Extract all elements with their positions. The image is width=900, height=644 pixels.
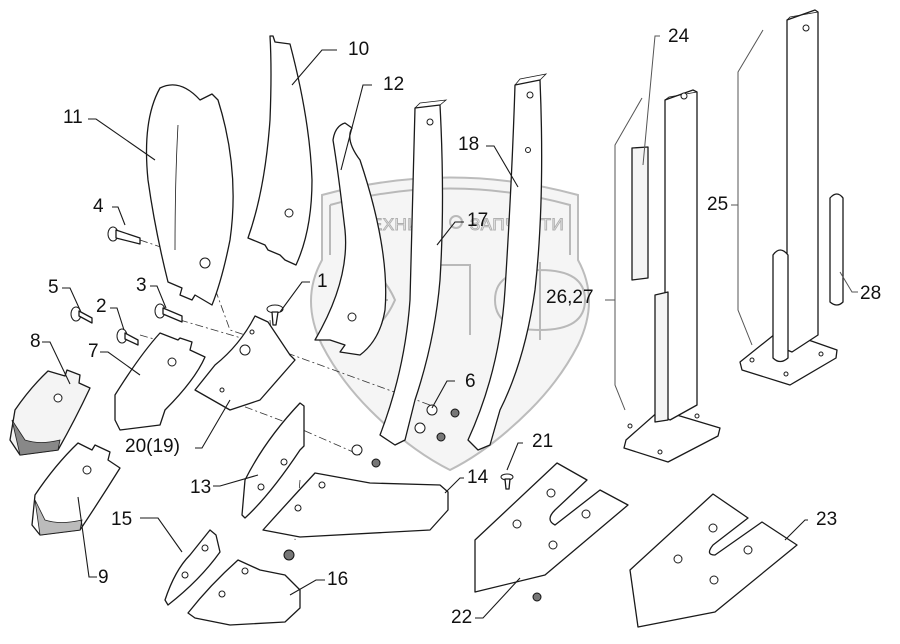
callout-17: 17 <box>467 210 489 231</box>
callout-24: 24 <box>668 26 690 47</box>
part-16-wing <box>187 559 301 626</box>
part-11-cover <box>145 84 234 306</box>
part-18-shank <box>467 79 543 451</box>
callout-18: 18 <box>458 134 480 155</box>
callout-13: 13 <box>190 477 212 498</box>
callout-5: 5 <box>48 277 59 298</box>
part-28-pin <box>829 193 844 306</box>
callout-11: 11 <box>63 107 83 128</box>
group-line-26-27 <box>605 97 643 411</box>
callout-6: 6 <box>465 371 476 392</box>
leader-lines <box>42 49 808 619</box>
callout-8: 8 <box>30 331 41 352</box>
group-line-28 <box>839 271 858 293</box>
callout-14: 14 <box>467 467 489 488</box>
callout-12: 12 <box>383 74 405 95</box>
callout-25: 25 <box>707 194 729 215</box>
part-10-shin <box>247 35 313 266</box>
callout-28: 28 <box>860 283 882 304</box>
group-line-25 <box>731 29 764 346</box>
part-22-plate <box>474 462 629 593</box>
callout-4: 4 <box>93 196 104 217</box>
callout-20-19: 20(19) <box>125 436 180 457</box>
callout-16: 16 <box>327 569 349 590</box>
part-8-point <box>9 369 91 456</box>
part-7-point <box>114 332 206 431</box>
callout-9: 9 <box>98 567 109 588</box>
part-26-27-column <box>623 89 721 463</box>
part-14-wing <box>262 472 449 538</box>
callout-1: 1 <box>317 271 328 292</box>
part-13-wing <box>241 402 305 519</box>
callout-26-27: 26,27 <box>546 287 594 308</box>
callout-23: 23 <box>816 509 838 530</box>
part-12-blade <box>314 122 387 356</box>
part-17-shank <box>379 104 444 446</box>
part-23-plate <box>629 493 798 628</box>
callout-22: 22 <box>451 607 473 628</box>
part-20-bracket <box>194 315 296 411</box>
callout-2: 2 <box>96 296 107 317</box>
bolts <box>70 226 284 346</box>
callout-7: 7 <box>88 341 99 362</box>
callout-10: 10 <box>348 39 370 60</box>
callout-3: 3 <box>136 275 147 296</box>
callout-21: 21 <box>532 431 554 452</box>
part-25-column <box>739 9 838 386</box>
callout-15: 15 <box>111 509 133 530</box>
group-line-24 <box>642 35 660 166</box>
